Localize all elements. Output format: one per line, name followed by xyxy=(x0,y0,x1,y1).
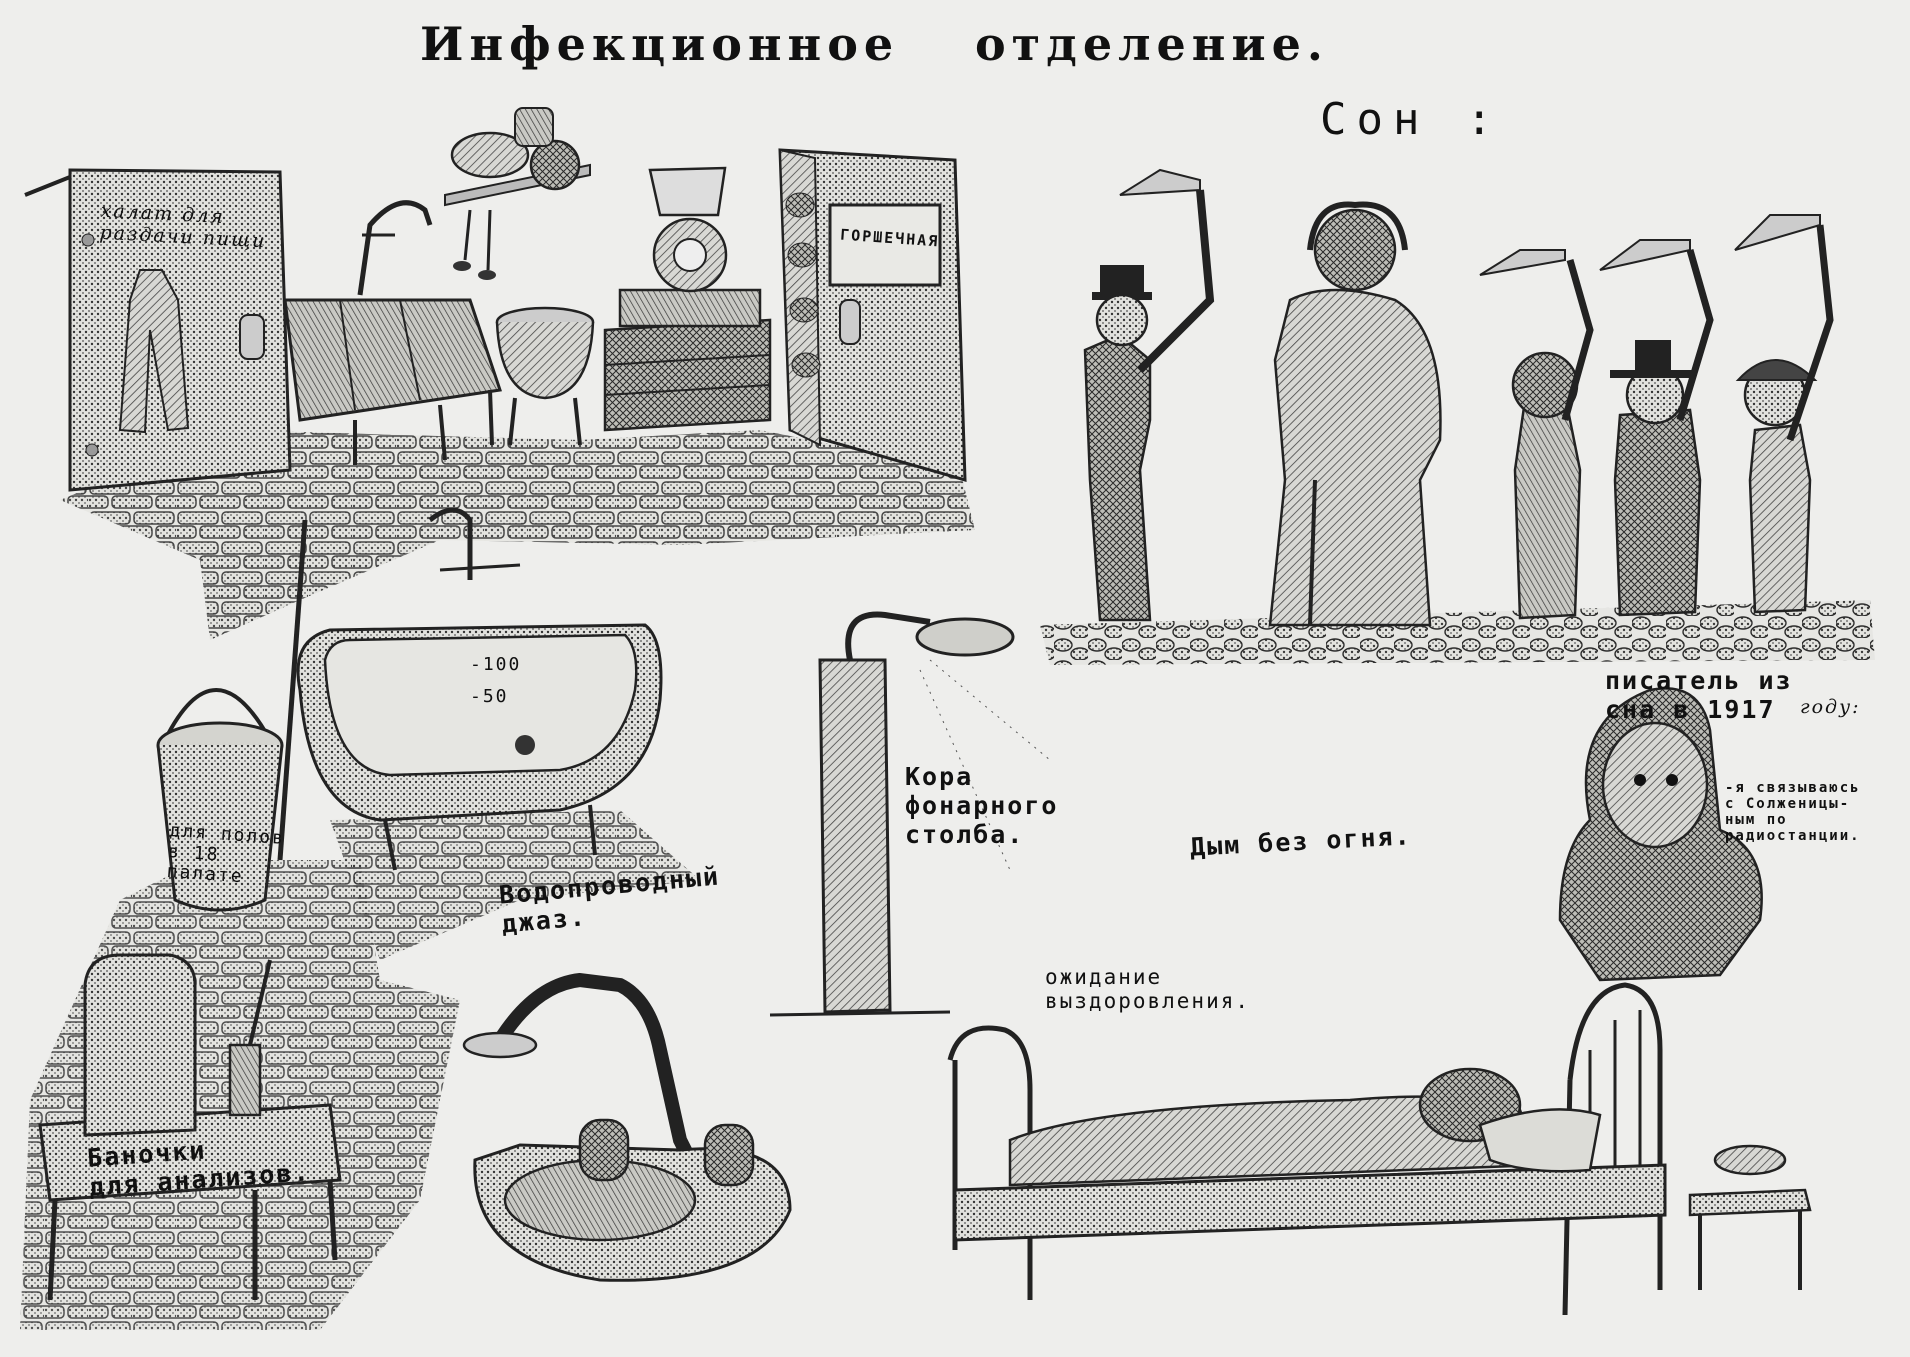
writer-speech: -я связываюсь с Солженицы- ным по радиос… xyxy=(1725,780,1861,845)
writer-caption-suffix: году: xyxy=(1800,696,1861,718)
writer-figure xyxy=(1558,687,1763,982)
bathtub xyxy=(296,507,663,871)
tiled-floor-upper xyxy=(60,430,975,640)
cooking-pot xyxy=(495,306,595,446)
bath-mark-100: -100 xyxy=(470,654,522,675)
waiting-caption: ожидание выздоровления. xyxy=(1045,965,1251,1014)
wall-shelf-with-pots xyxy=(444,107,591,280)
title-right: отделение. xyxy=(975,17,1329,71)
floor-bucket xyxy=(156,688,284,912)
writer-caption: писатель из сна в 1917 xyxy=(1605,666,1793,724)
table-with-jars xyxy=(38,953,342,1301)
weighing-scale-cabinet xyxy=(603,166,772,432)
water-jazz-saxophone xyxy=(462,972,792,1282)
title-left: Инфекционное xyxy=(420,17,900,71)
bedside-stool xyxy=(1688,1144,1812,1290)
dream-heading: Сон : xyxy=(1320,94,1503,145)
robe-door xyxy=(24,168,292,492)
torch-bearer-figures xyxy=(1083,168,1834,627)
lamp-post-trunk xyxy=(769,611,1051,1017)
robe-sign: халат для раздачи пищи xyxy=(99,199,268,253)
sink-with-tap xyxy=(283,200,502,465)
mop-handle xyxy=(277,519,308,861)
bucket-label: для полов в 18 палате xyxy=(166,820,286,888)
bath-mark-50: -50 xyxy=(470,686,509,707)
bark-caption: Кора фонарного столба. xyxy=(905,762,1059,849)
dream-cobblestones xyxy=(1040,600,1875,665)
pot-room-door xyxy=(778,148,967,483)
hospital-bed-with-patient xyxy=(947,982,1667,1316)
